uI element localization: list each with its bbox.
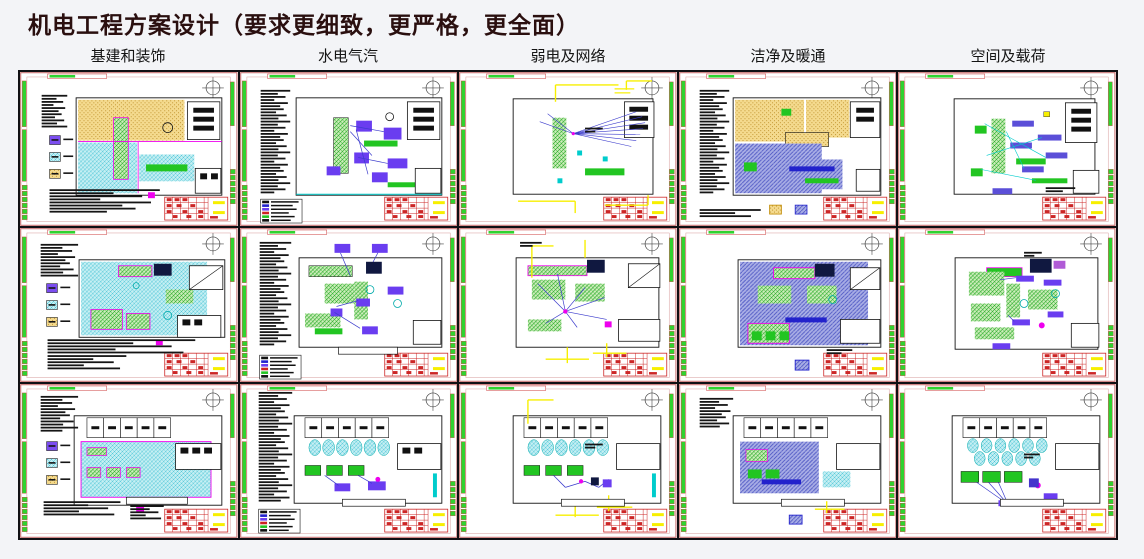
floorplan-thumbnail-elv-f1 xyxy=(459,72,677,226)
cad-sheet-svg xyxy=(898,228,1116,382)
floorplan-thumbnail-mep-f2 xyxy=(239,228,458,382)
column-header-hvac: 洁净及暖通 xyxy=(750,48,826,65)
column-headers: 基建和装饰 水电气汽 弱电及网络 洁净及暖通 空间及载荷 xyxy=(18,45,1118,66)
cad-sheet-svg xyxy=(20,228,238,382)
floorplan-thumbnail-space-f2 xyxy=(898,228,1116,382)
floorplan-thumbnail-infra-f2 xyxy=(20,228,238,382)
floorplan-thumbnail-infra-f3 xyxy=(20,384,238,538)
cad-sheet-svg xyxy=(678,228,897,382)
floorplan-thumbnail-mep-f3 xyxy=(239,384,458,538)
floorplan-thumbnail-elv-f3 xyxy=(459,384,677,538)
cad-sheet-svg xyxy=(239,228,458,382)
column-header-elv: 弱电及网络 xyxy=(530,48,606,65)
floorplan-thumbnail-infra-f1 xyxy=(20,72,238,226)
floorplan-thumbnail-mep-f1 xyxy=(239,72,458,226)
slide-title: 机电工程方案设计（要求更细致，更严格，更全面） xyxy=(28,12,580,38)
floorplan-thumbnail-space-f1 xyxy=(898,72,1116,226)
column-header-space: 空间及载荷 xyxy=(970,48,1046,65)
column-header-mep: 水电气汽 xyxy=(317,48,378,65)
floorplan-thumbnail-hvac-f1 xyxy=(678,72,897,226)
cad-sheet-svg xyxy=(678,72,897,226)
cad-sheet-svg xyxy=(678,384,897,538)
floorplan-thumbnail-hvac-f2 xyxy=(678,228,897,382)
floorplan-thumbnail-elv-f2 xyxy=(459,228,677,382)
cad-sheet-svg xyxy=(459,384,677,538)
cad-sheet-svg xyxy=(20,72,238,226)
cad-sheet-svg xyxy=(459,228,677,382)
cad-sheet-svg xyxy=(459,72,677,226)
cad-sheet-svg xyxy=(898,384,1116,538)
floorplan-thumbnail-hvac-f3 xyxy=(678,384,897,538)
cad-sheet-svg xyxy=(20,384,238,538)
cad-sheet-svg xyxy=(239,72,458,226)
thumbnail-grid xyxy=(18,70,1118,540)
floorplan-thumbnail-space-f3 xyxy=(898,384,1116,538)
cad-sheet-svg xyxy=(898,72,1116,226)
column-header-infra: 基建和装饰 xyxy=(90,48,166,65)
cad-sheet-svg xyxy=(239,384,458,538)
